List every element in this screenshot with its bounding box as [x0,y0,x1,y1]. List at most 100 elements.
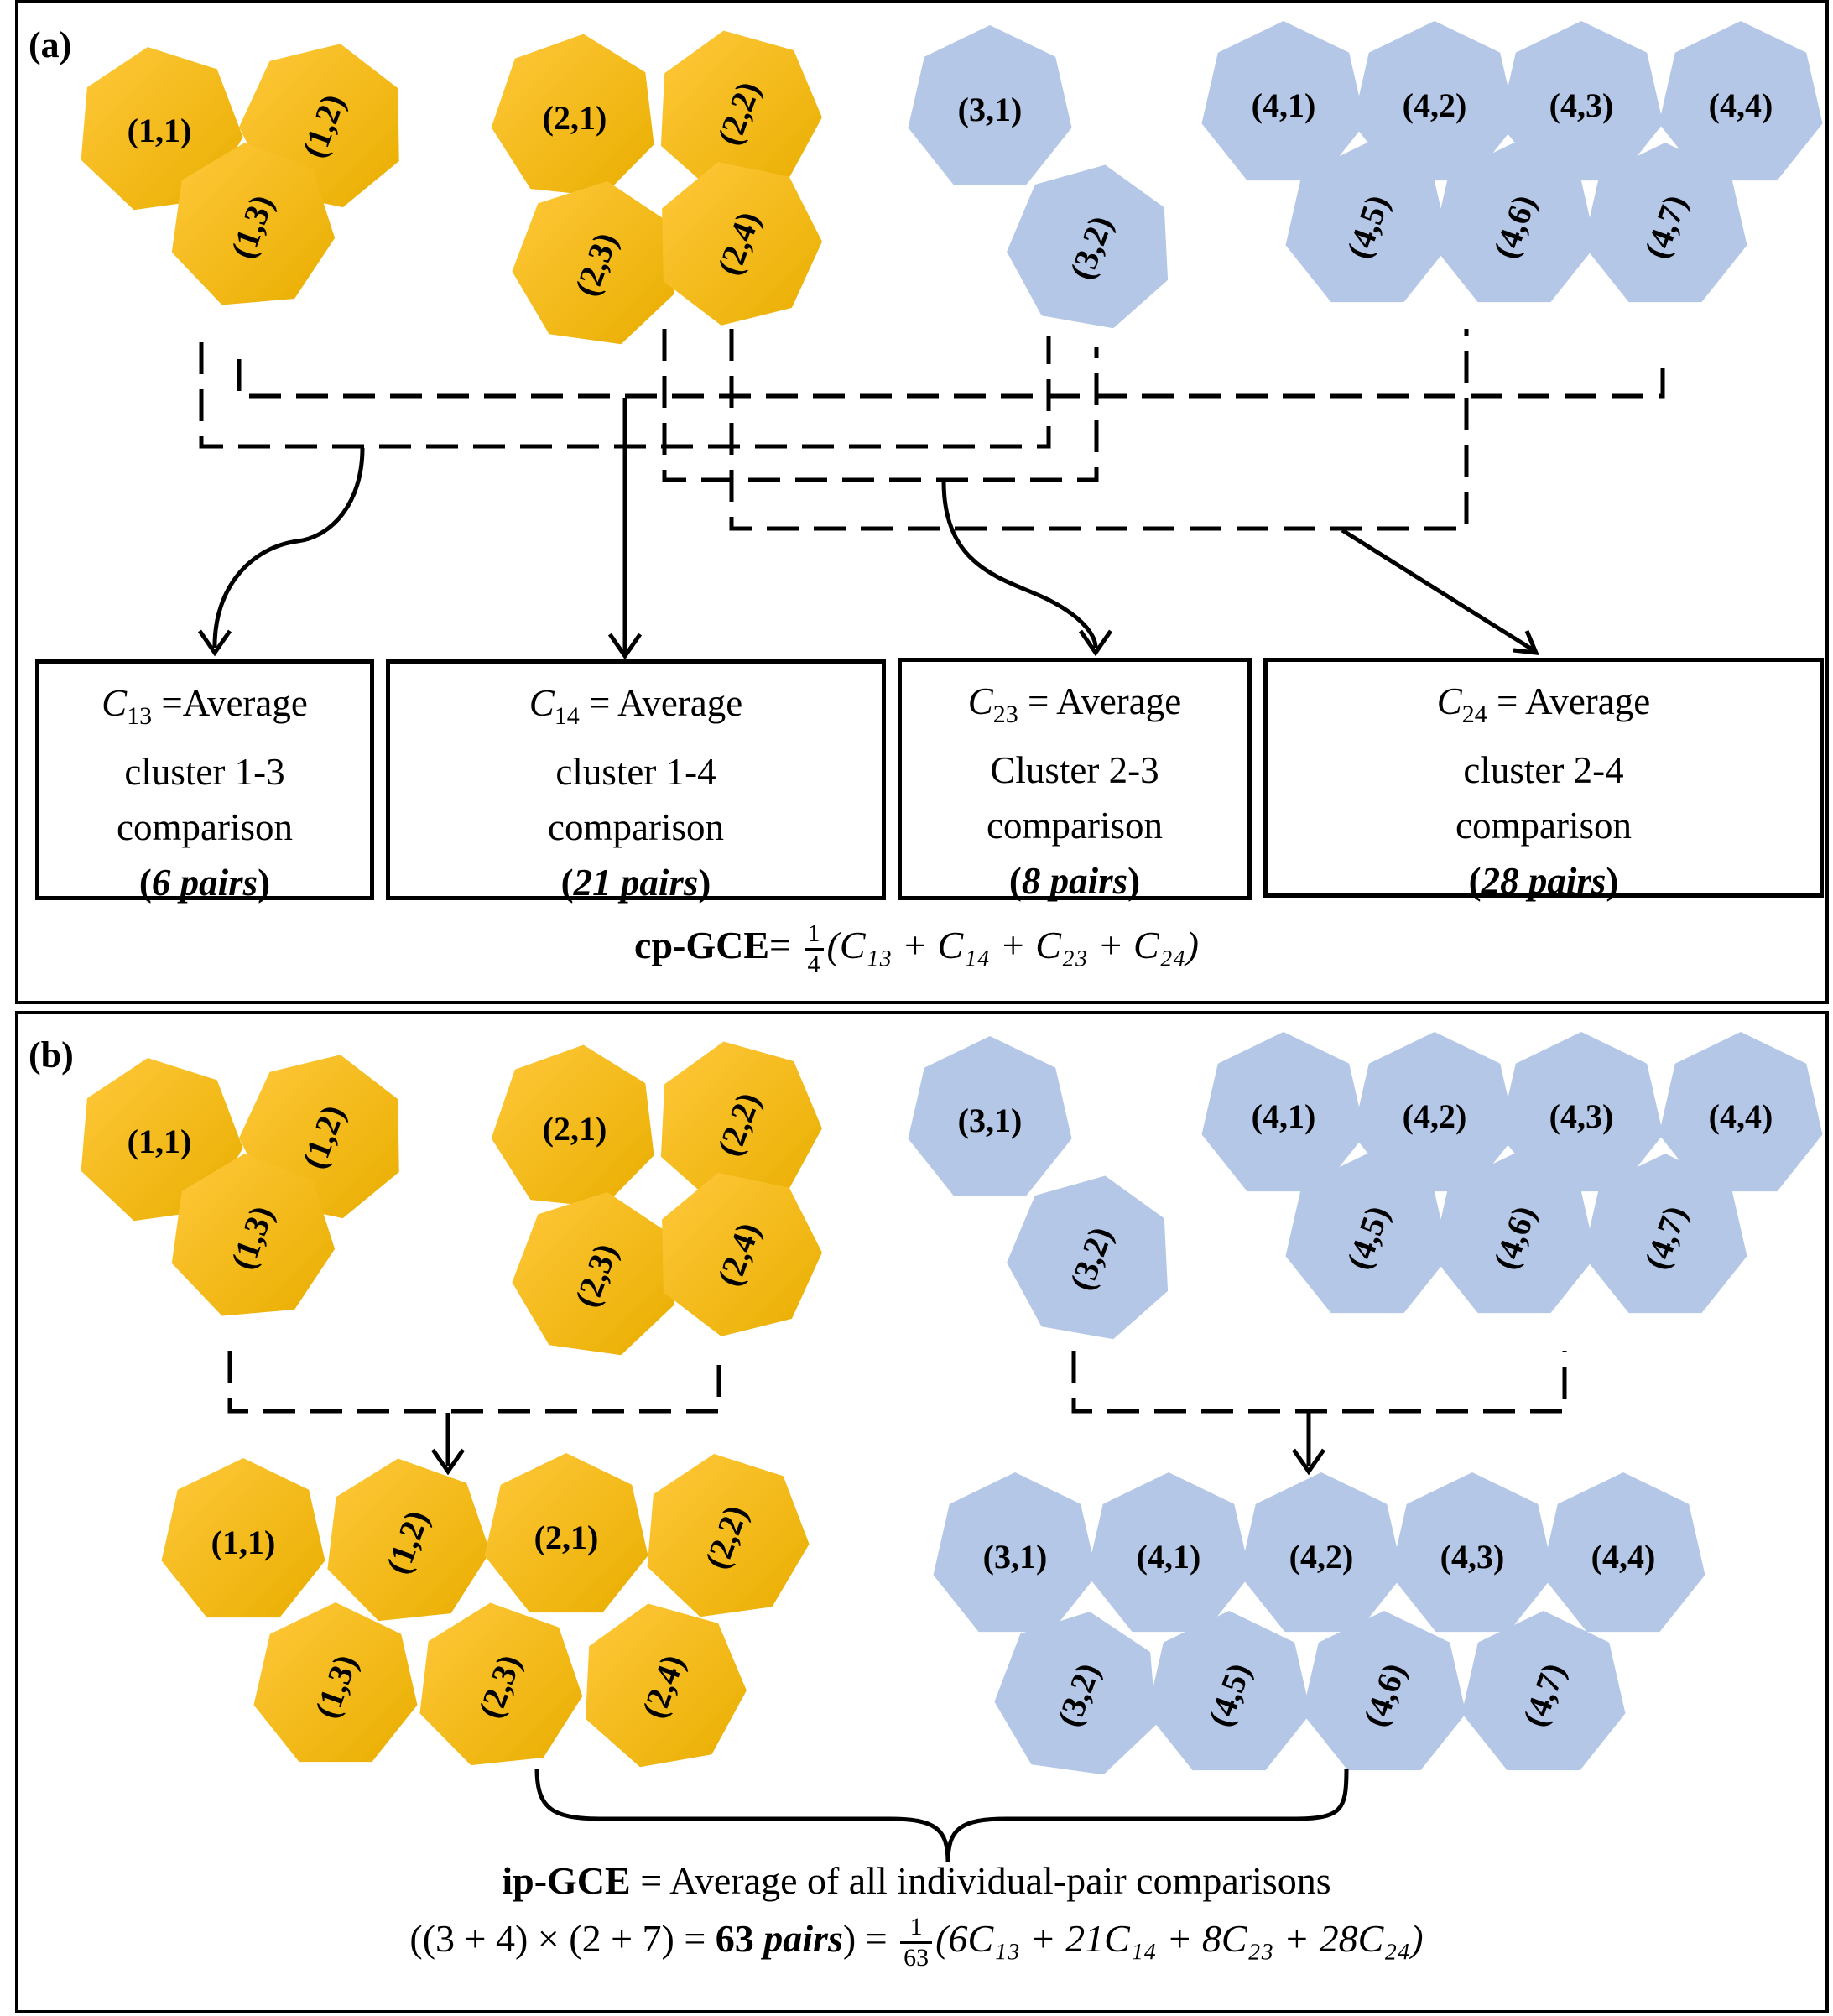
b-top-node-2-2: (2,2) [660,1041,822,1206]
b-merged-node-1-3: (1,3) [253,1602,418,1763]
box-c13-line1: C13 =Average [102,682,308,730]
heptagon-shape [484,1453,648,1613]
heptagon-shape [1659,21,1823,181]
box-c24-pairs: (28 pairs) [1468,860,1619,902]
ip-gce-line1: ip-GCE = Average of all individual-pair … [502,1859,1331,1902]
node-label: (4,4) [1709,86,1773,124]
node-label: (4,2) [1403,86,1467,124]
box-c13: C13 =Average cluster 1-3 comparison (6 p… [35,659,374,904]
box-c13-line3: comparison [117,806,293,848]
panel-a-label: (a) [29,24,72,65]
heptagon-shape [1461,1611,1626,1771]
heptagon-shape [1541,1472,1705,1633]
node-label: (3,1) [983,1538,1048,1576]
cp-gce-name: cp-GCE [634,924,770,967]
b-merged-node-4-4: (4,4) [1541,1472,1705,1633]
node-label: (4,1) [1252,86,1316,124]
heptagon-shape [512,1192,674,1356]
arrowhead-c24 [1513,630,1539,655]
b-merged-node-2-3: (2,3) [419,1602,583,1766]
heptagon-shape [1201,1032,1366,1192]
arrows-a [197,398,1539,660]
box-c13-line2: cluster 1-3 [124,751,285,793]
arrowhead-c14 [607,633,643,660]
box-c14-pairs: (21 pairs) [560,862,711,904]
b-top-node-4-3: (4,3) [1499,1032,1664,1192]
b-top-node-2-3: (2,3) [512,1192,674,1356]
heptagon-shape [1007,164,1169,329]
a-node-4-4: (4,4) [1659,21,1823,181]
heptagon-shape [1499,1032,1664,1192]
b-merged-node-3-1: (3,1) [933,1472,1097,1633]
box-c23-line2: Cluster 2-3 [990,749,1159,791]
b-top-node-3-2: (3,2) [1007,1175,1169,1340]
b-merged-node-4-5: (4,5) [1147,1611,1311,1771]
arrowhead-c23 [1078,629,1113,657]
node-label: (2,1) [534,1519,599,1556]
node-label: (4,3) [1549,1097,1614,1135]
box-c23-line1: C23 = Average [967,680,1182,728]
node-label: (4,1) [1252,1097,1316,1135]
heptagon-shape [1007,1175,1169,1340]
b-top-node-1-3: (1,3) [171,1154,336,1316]
heptagon-shape [660,30,822,195]
heptagon-shape [1086,1472,1251,1633]
node-label: (4,4) [1591,1538,1656,1576]
heptagon-shape [994,1612,1157,1775]
node-label: (4,1) [1137,1538,1201,1576]
heptagon-shape [171,1154,336,1316]
heptagon-shape [1499,21,1664,181]
heptagon-shape [933,1472,1097,1633]
heptagon-shape [1352,1032,1517,1192]
heptagon-shape [491,34,654,197]
box-c24-line1: C24 = Average [1436,680,1651,728]
a-node-4-6: (4,6) [1432,143,1596,303]
heptagon-shape [419,1602,583,1766]
b-top-node-4-2: (4,2) [1352,1032,1517,1192]
heptagon-shape [585,1603,747,1768]
heptagon-shape [908,25,1072,185]
heptagon-shape [662,1173,822,1336]
heptagon-shape [1239,1472,1403,1633]
heptagon-shape [1432,143,1596,303]
b-merged-node-1-1: (1,1) [161,1458,325,1618]
connector-c14 [237,359,1665,399]
connectors-b [227,1351,1567,1414]
arrows-b [430,1413,1326,1476]
heptagon-shape [1201,21,1366,181]
heptagon-shape [1352,21,1517,181]
b-merged-node-3-2: (3,2) [994,1612,1157,1775]
b-top-node-4-1: (4,1) [1201,1032,1366,1192]
b-top-node-4-5: (4,5) [1285,1154,1450,1314]
a-node-4-3: (4,3) [1499,21,1664,181]
curly-brace [534,1768,1349,1863]
heptagon-shape [253,1602,418,1763]
heptagon-shape [1583,143,1747,303]
arrow-c13 [212,447,365,649]
heptagon-shape [1390,1472,1554,1633]
box-c23-line3: comparison [987,805,1163,847]
node-label: (3,1) [958,91,1023,128]
b-merged-node-2-4: (2,4) [585,1603,747,1768]
node-label: (1,1) [128,1123,192,1160]
node-label: (2,1) [543,99,607,137]
node-label: (4,2) [1403,1097,1467,1135]
node-label: (3,1) [958,1102,1023,1139]
heptagon-shape [171,143,336,305]
b-merged-node-1-2: (1,2) [327,1458,491,1622]
panel-b-label: (b) [29,1034,74,1076]
b-merged-node-4-6: (4,6) [1302,1611,1466,1771]
arrowhead-blue [1291,1448,1326,1476]
a-node-4-5: (4,5) [1285,143,1450,303]
connectors-a [199,329,1665,531]
arrow-c23 [941,481,1098,649]
a-node-3-2: (3,2) [1007,164,1169,329]
arrowhead-orange [430,1448,466,1476]
connector-c23 [662,329,1099,482]
b-merged-node-4-3: (4,3) [1390,1472,1554,1633]
b-top-node-2-4: (2,4) [662,1173,822,1336]
node-label: (1,1) [211,1524,276,1561]
a-node-2-3: (2,3) [512,181,674,345]
